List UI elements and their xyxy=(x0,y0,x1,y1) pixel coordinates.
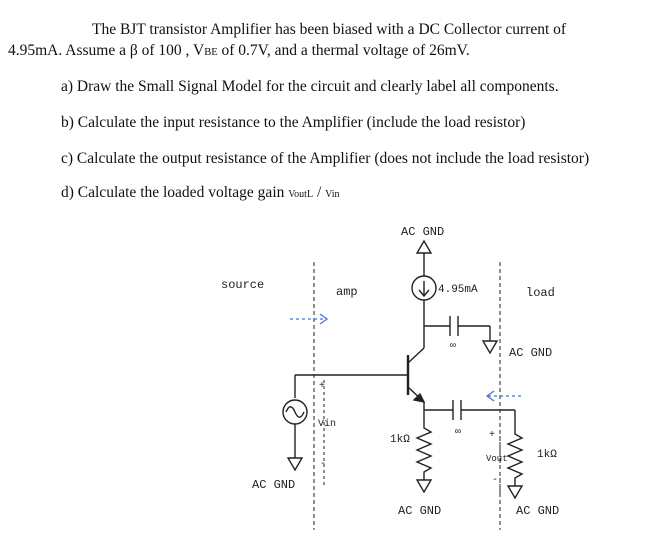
question-a: a) Draw the Small Signal Model for the c… xyxy=(61,78,559,95)
voutl-label: VoutL xyxy=(288,189,314,200)
bottom-mid-ground-arrow xyxy=(415,479,433,494)
current-arrow-head xyxy=(418,289,430,298)
label-ac-gnd-top: AC GND xyxy=(401,225,444,239)
question-d-sep: / xyxy=(313,184,326,201)
vin-minus: - xyxy=(320,459,326,470)
problem-line-2-end: of 0.7V, and a thermal voltage of 26mV. xyxy=(217,42,470,59)
right-ground-arrow xyxy=(481,340,499,355)
sine-wave-icon xyxy=(285,406,305,418)
label-ac-gnd-left: AC GND xyxy=(252,478,295,492)
bjt-emitter-arrow xyxy=(412,392,426,403)
question-b: b) Calculate the input resistance to the… xyxy=(61,114,526,131)
label-source: source xyxy=(221,278,264,292)
vin-plus: + xyxy=(319,381,325,392)
load-resistor xyxy=(506,428,524,486)
cap-bottom-value: ∞ xyxy=(455,427,461,438)
problem-line-2-start: 4.95mA. Assume a β of 100 , V xyxy=(8,42,205,59)
problem-line-1: The BJT transistor Amplifier has been bi… xyxy=(92,21,567,38)
label-load: load xyxy=(526,286,555,300)
vout-plus: + xyxy=(489,430,495,441)
left-ground-arrow xyxy=(286,457,304,472)
current-source-value: 4.95mA xyxy=(438,284,478,296)
question-d: d) Calculate the loaded voltage gain Vou… xyxy=(61,184,340,202)
bottom-right-ground-arrow xyxy=(506,485,524,500)
emitter-resistor xyxy=(415,420,433,480)
bjt-collector-lead xyxy=(407,347,425,364)
vout-label: Vout xyxy=(486,454,508,464)
vin-label: Vin xyxy=(325,189,340,200)
label-amp: amp xyxy=(336,285,358,299)
vin-label: Vin xyxy=(318,418,336,430)
problem-line-2: 4.95mA. Assume a β of 100 , VBE of 0.7V,… xyxy=(8,42,470,60)
top-ground-arrow xyxy=(415,239,433,254)
question-d-text: d) Calculate the loaded voltage gain xyxy=(61,184,289,201)
question-c: c) Calculate the output resistance of th… xyxy=(61,150,590,167)
emitter-resistor-value: 1kΩ xyxy=(390,434,410,446)
vbe-subscript: BE xyxy=(204,47,218,58)
vout-minus: - xyxy=(492,475,498,486)
load-to-amp-arrow-head xyxy=(485,390,495,402)
cap-top-value: ∞ xyxy=(450,341,456,352)
load-resistor-value: 1kΩ xyxy=(537,449,557,461)
source-to-amp-arrow-head xyxy=(319,313,329,325)
label-ac-gnd-bottom-right: AC GND xyxy=(516,504,559,518)
label-ac-gnd-right: AC GND xyxy=(509,346,552,360)
label-ac-gnd-bottom-mid: AC GND xyxy=(398,504,441,518)
